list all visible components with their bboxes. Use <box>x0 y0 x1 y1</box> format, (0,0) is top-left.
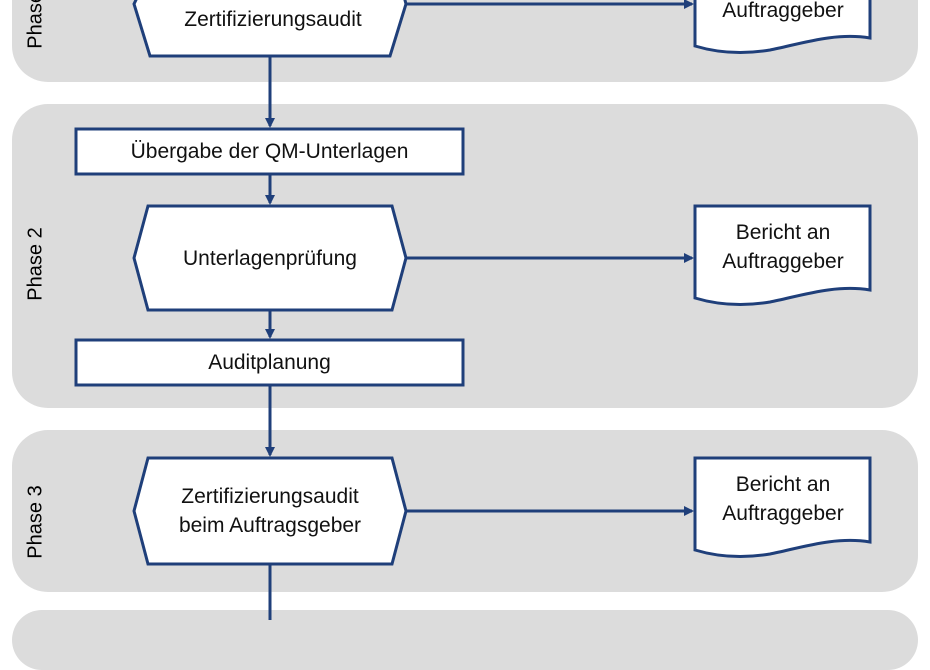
phase-1-audit-shape <box>132 0 408 58</box>
phase-1-report-shape <box>693 0 872 55</box>
handover-box <box>74 127 465 176</box>
audit-planning-label: Auditplanung <box>208 351 331 374</box>
document-review-shape <box>132 204 408 312</box>
flowchart-graphics <box>74 0 872 620</box>
flowchart-canvas: Phase 1 Phase 2 Phase 3 Zertifizierungsa… <box>12 0 918 670</box>
phase-1-report-label: Auftraggeber <box>722 0 844 22</box>
phase-2-report-shape <box>693 204 872 307</box>
audit-planning-box <box>74 338 465 387</box>
phase-2-report-label: Bericht an Auftraggeber <box>722 221 844 273</box>
phase-3-report-label: Bericht an Auftraggeber <box>722 473 844 525</box>
document-review-label: Unterlagenprüfung <box>183 246 357 270</box>
phase-1-audit-label: Zertifizierungsaudit <box>184 7 362 31</box>
certification-audit-shape <box>132 456 408 566</box>
certification-audit-label: Zertifizierungsaudit beim Auftragsgeber <box>178 485 362 537</box>
handover-label: Übergabe der QM-Unterlagen <box>130 140 409 163</box>
phase-3-report-shape <box>693 456 872 559</box>
